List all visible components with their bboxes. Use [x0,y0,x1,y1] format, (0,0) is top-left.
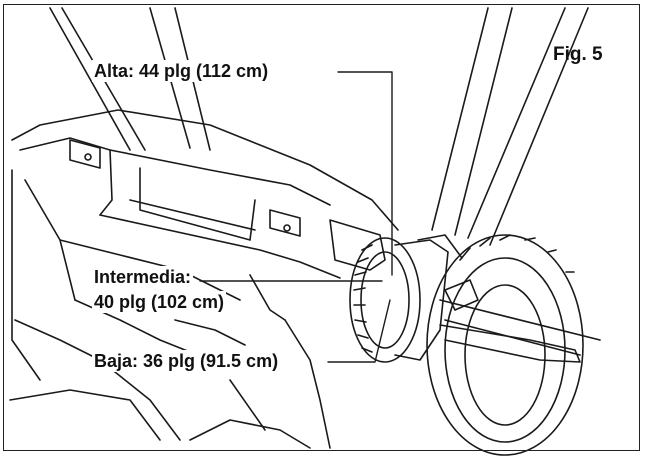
callout-high-height: Alta: 44 plg (112 cm) [92,60,271,82]
wheel [426,234,601,456]
leader-lines [199,71,393,363]
callout-mid-height-value: 40 plg (102 cm) [92,291,227,313]
mower-deck [9,109,399,449]
leader-line-high [337,71,393,276]
callout-mid-height-title: Intermedia: [92,266,194,288]
handle-bars [49,7,589,246]
figure-border [3,4,640,451]
figure-number-label: Fig. 5 [553,44,603,65]
pivot-brackets [69,139,386,271]
height-adjuster-knob [349,234,463,363]
control-lever [439,279,581,363]
callout-low-height: Baja: 36 plg (91.5 cm) [92,350,281,372]
leader-line-low [327,299,391,363]
